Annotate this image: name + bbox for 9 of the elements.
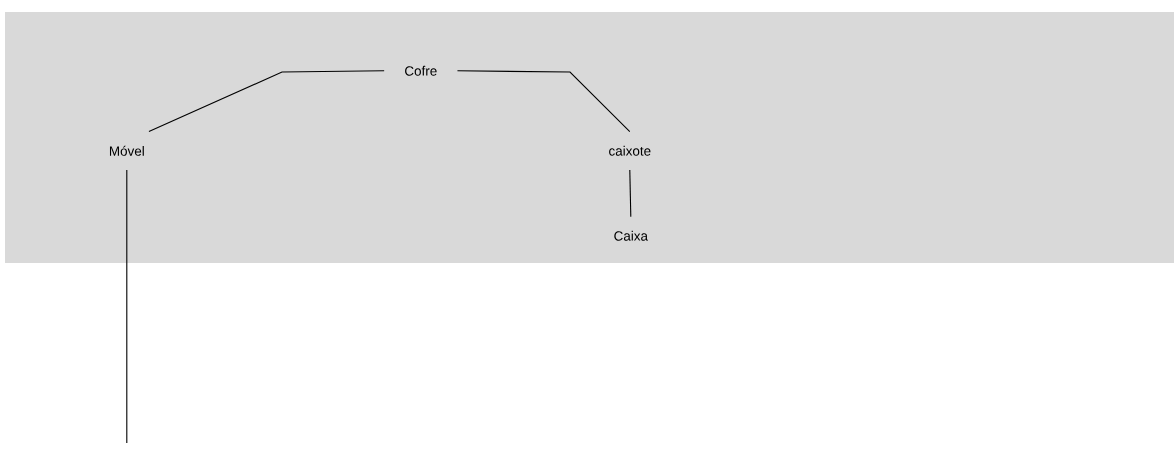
connector-line: [126, 169, 128, 444]
band-background: [5, 12, 1174, 263]
connector-line: [456, 70, 631, 133]
node-label: Cofre: [405, 65, 437, 76]
connector-line: [148, 70, 385, 133]
node-label: Caixa: [614, 230, 648, 241]
node-label: Móvel: [110, 145, 144, 156]
connector-line: [629, 169, 632, 218]
node-label: caixote: [609, 145, 651, 156]
